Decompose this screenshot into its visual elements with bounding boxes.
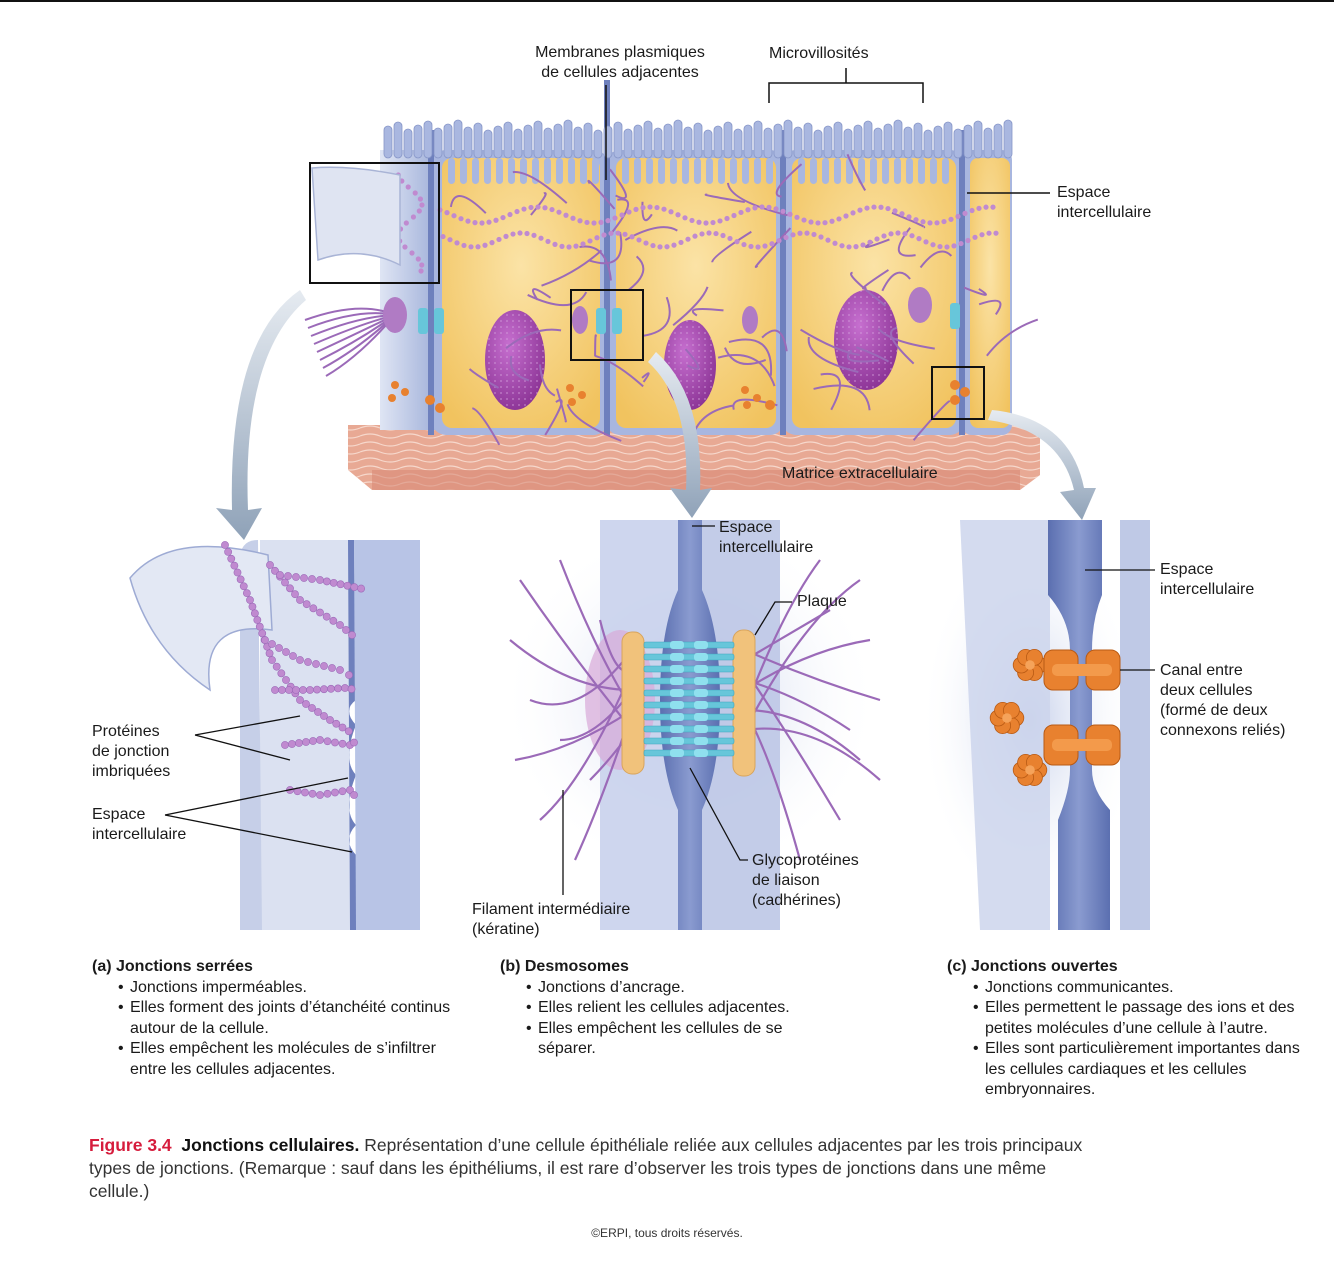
label-a-proteines-line2: de jonction [92,743,170,760]
label-a-espace: Espace intercellulaire [92,805,186,845]
label-c-canal-line3: (formé de deux [1160,702,1268,719]
cell-3 [782,150,964,435]
legend-a-item: Elles forment des joints d’étanchéité co… [118,998,452,1039]
panel-b-desmosome [500,520,881,930]
copyright: ©ERPI, tous droits réservés. [591,1226,743,1240]
panel-a-tight-junction [129,540,420,930]
tight-junction-proteins [395,172,999,274]
top-border [0,0,1334,2]
legend-c-title: (c) Jonctions ouvertes [947,958,1118,975]
label-membranes-line1: Membranes plasmiques [535,44,705,61]
label-membranes: Membranes plasmiques de cellules adjacen… [510,43,730,83]
arrow-to-c [988,410,1096,520]
zoom-box-gap [931,366,985,420]
legend-b: (b) Desmosomes Jonctions d’ancrage. Elle… [500,957,840,1060]
legend-a-item: Jonctions imperméables. [118,978,452,999]
label-b-filament-line1: Filament intermédiaire [472,901,631,918]
label-a-proteines-line3: imbriquées [92,763,171,780]
figure-caption: Figure 3.4 Jonctions cellulaires. Représ… [89,1134,1089,1203]
panel-c-gap-junction [920,520,1155,930]
b-plaque-right [732,629,756,777]
label-matrice: Matrice extracellulaire [782,465,938,482]
a-curled-membrane [129,545,273,692]
zoom-box-tight [309,162,440,284]
label-espace-top: Espace intercellulaire [1057,183,1151,223]
label-espace-top-line1: Espace [1057,184,1111,201]
label-b-filament-line2: (kératine) [472,921,540,938]
label-c-canal: Canal entre deux cellules (formé de deux… [1160,661,1285,741]
b-plaque-left [621,631,645,775]
c-intercellular-space [1048,520,1110,930]
label-c-canal-line4: connexons reliés) [1160,722,1286,739]
a-junction-proteins [221,541,366,799]
label-b-filament: Filament intermédiaire (kératine) [472,900,630,940]
label-c-canal-line2: deux cellules [1160,682,1253,699]
label-b-glyco-line2: de liaison [752,872,820,889]
legend-c-list: Jonctions communicantes. Elles permetten… [947,978,1317,1101]
top-gap-junctions [388,380,970,413]
cell-2 [606,150,784,435]
b-cadherins [643,641,735,757]
zoom-arrows [216,290,1096,540]
legend-c: (c) Jonctions ouvertes Jonctions communi… [947,957,1317,1101]
c-connexons [989,648,1121,787]
label-b-espace: Espace intercellulaire [719,518,813,558]
figure-number: Figure 3.4 [89,1135,172,1155]
label-a-espace-line1: Espace [92,806,146,823]
cell-4-partial [962,150,1012,435]
peeled-membrane [311,166,401,267]
a-leader-lines [164,715,353,853]
legend-a-title: (a) Jonctions serrées [92,958,253,975]
arrow-to-b [648,352,712,518]
label-microvillosites: Microvillosités [769,45,869,62]
b-intermediate-filaments [509,559,881,861]
legend-b-list: Jonctions d’ancrage. Elles relient les c… [500,978,840,1060]
legend-b-item: Elles empêchent les cellules de se sépar… [526,1019,798,1060]
legend-b-item: Jonctions d’ancrage. [526,978,840,999]
label-espace-top-line2: intercellulaire [1057,204,1152,221]
microvilli [383,119,1013,184]
legend-b-item: Elles relient les cellules adjacentes. [526,998,840,1019]
legend-a: (a) Jonctions serrées Jonctions imperméa… [92,957,452,1080]
label-b-espace-line1: Espace [719,519,773,536]
arrow-to-a [216,290,306,540]
top-desmosomes [383,287,960,334]
label-a-proteines-line1: Protéines [92,723,160,740]
legend-c-item: Elles permettent le passage des ions et … [973,998,1295,1039]
label-b-glyco: Glycoprotéines de liaison (cadhérines) [752,851,859,911]
label-c-espace-line1: Espace [1160,561,1214,578]
legend-a-item: Elles empêchent les molécules de s’infil… [118,1039,452,1080]
label-b-glyco-line3: (cadhérines) [752,892,841,909]
label-a-espace-line2: intercellulaire [92,826,187,843]
label-c-espace: Espace intercellulaire [1160,560,1254,600]
zoom-box-desmosome [570,289,644,361]
label-a-proteines: Protéines de jonction imbriquées [92,722,170,782]
label-membranes-line2: de cellules adjacentes [541,64,699,81]
figure-caption-text: Représentation d’une cellule épithéliale… [89,1135,1083,1201]
c-leader-lines [1085,569,1155,671]
label-c-espace-line2: intercellulaire [1160,581,1255,598]
figure-title: Jonctions cellulaires. [181,1135,360,1155]
top-leader-lines [605,68,1050,194]
b-leader-lines [562,525,792,895]
b-intercellular-space [660,520,720,930]
legend-b-title: (b) Desmosomes [500,958,629,975]
label-b-espace-line2: intercellulaire [719,539,814,556]
legend-a-list: Jonctions imperméables. Elles forment de… [92,978,452,1081]
label-b-plaque: Plaque [797,593,847,610]
label-b-glyco-line1: Glycoprotéines [752,852,859,869]
legend-c-item: Jonctions communicantes. [973,978,1317,999]
label-c-canal-line1: Canal entre [1160,662,1243,679]
legend-c-item: Elles sont particulièrement importantes … [973,1039,1315,1101]
epithelium-block [304,80,1040,490]
